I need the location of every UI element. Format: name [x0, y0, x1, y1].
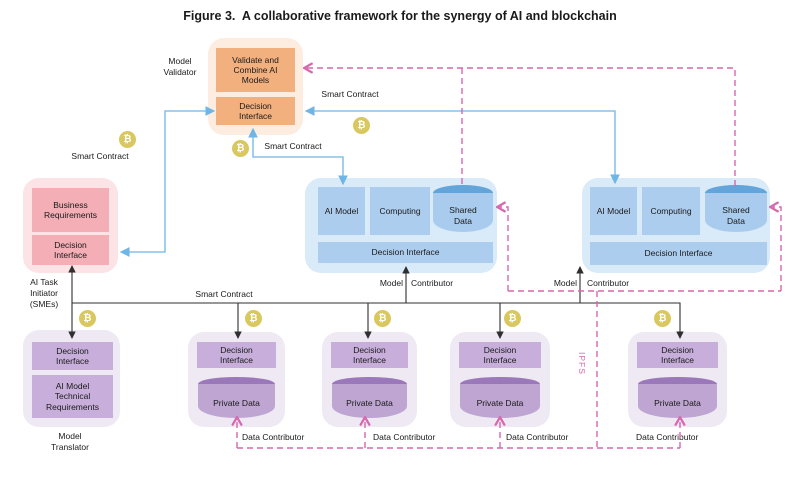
computing-box-2: Computing	[642, 187, 700, 235]
blue-link-validator-initiator	[119, 106, 216, 257]
model-contributor-group-2: AI Model Computing Shared Data Decision …	[582, 178, 770, 273]
blockchain-badge-icon-1: ₿	[119, 131, 136, 148]
data-contributor-label-3: Data Contributor	[506, 432, 569, 442]
smart-contract-label-bus: Smart Contract	[195, 289, 253, 299]
ai-model-technical-requirements-box: AI Model Technical Requirements	[32, 375, 113, 418]
smart-contract-label-mid: Smart Contract	[264, 141, 322, 151]
data-contributor-group-2: Decision Interface Private Data	[322, 332, 417, 427]
private-data-cylinder-3: Private Data	[460, 377, 540, 418]
model-validator-group: Validate and Combine AI Models Decision …	[208, 38, 303, 135]
data-contributor-group-3: Decision Interface Private Data	[450, 332, 550, 427]
model-translator-label: Model Translator	[51, 431, 89, 453]
shared-data-label-1: Shared Data	[449, 205, 477, 226]
cylinder-body	[198, 384, 275, 418]
cylinder-body	[705, 193, 767, 232]
blockchain-badge-icon-3: ₿	[353, 117, 370, 134]
shared-data-cylinder-1: Shared Data	[433, 185, 493, 232]
private-data-cylinder-1: Private Data	[198, 377, 275, 418]
blockchain-badge-icon-6: ₿	[374, 310, 391, 327]
blue-link-validator-contributor1	[248, 127, 348, 186]
cylinder-body	[332, 384, 407, 418]
validate-combine-box: Validate and Combine AI Models	[216, 48, 295, 92]
blockchain-badge-icon-7: ₿	[504, 310, 521, 327]
model-validator-label: Model Validator	[163, 56, 197, 78]
dc1-decision-interface-box: Decision Interface	[197, 342, 276, 368]
contributor-decision-interface-box-2: Decision Interface	[590, 242, 767, 265]
private-data-label-4: Private Data	[654, 398, 701, 409]
ai-task-initiator-group: Business Requirements Decision Interface	[23, 178, 118, 273]
shared-data-cylinder-2: Shared Data	[705, 185, 767, 232]
ai-model-box-2: AI Model	[590, 187, 637, 235]
dashed-link-shareddata2-validator	[307, 68, 736, 186]
smart-contract-label-right: Smart Contract	[321, 89, 379, 99]
data-contributor-label-2: Data Contributor	[373, 432, 436, 442]
cylinder-body	[433, 193, 493, 232]
private-data-label-1: Private Data	[213, 398, 260, 409]
private-data-cylinder-2: Private Data	[332, 377, 407, 418]
dashed-arrow-into-shareddata1	[500, 207, 509, 291]
contributor-decision-interface-box-1: Decision Interface	[318, 242, 493, 263]
blockchain-badge-icon-8: ₿	[654, 310, 671, 327]
private-data-label-3: Private Data	[476, 398, 524, 409]
model-contributor-label-1-left: Model	[379, 278, 403, 288]
model-contributor-label-2-right: Contributor	[587, 278, 630, 288]
model-contributor-label-2-left: Model	[553, 278, 577, 288]
ipfs-label: IPFS	[577, 352, 587, 375]
model-translator-group: Decision Interface AI Model Technical Re…	[23, 330, 120, 427]
private-data-label-2: Private Data	[346, 398, 393, 409]
data-contributor-label-1: Data Contributor	[242, 432, 305, 442]
model-contributor-group-1: AI Model Computing Shared Data Decision …	[305, 178, 497, 273]
dc3-decision-interface-box: Decision Interface	[459, 342, 541, 368]
computing-box-1: Computing	[370, 187, 430, 235]
data-contributor-group-1: Decision Interface Private Data	[188, 332, 285, 427]
blockchain-badge-icon-4: ₿	[79, 310, 96, 327]
private-data-cylinder-4: Private Data	[638, 377, 717, 418]
cylinder-body	[638, 384, 717, 418]
dashed-arrow-into-shareddata2	[773, 207, 782, 291]
dc2-decision-interface-box: Decision Interface	[331, 342, 408, 368]
ai-model-box-1: AI Model	[318, 187, 365, 235]
business-requirements-box: Business Requirements	[32, 188, 109, 232]
blue-link-validator-contributor2	[304, 106, 620, 185]
figure-title: Figure 3. A collaborative framework for …	[183, 9, 617, 23]
validator-decision-interface-box: Decision Interface	[216, 97, 295, 125]
translator-decision-interface-box: Decision Interface	[32, 342, 113, 370]
dc4-decision-interface-box: Decision Interface	[637, 342, 718, 368]
data-contributor-group-4: Decision Interface Private Data	[628, 332, 727, 427]
cylinder-body	[460, 384, 540, 418]
data-contributor-label-4: Data Contributor	[636, 432, 699, 442]
initiator-decision-interface-box: Decision Interface	[32, 235, 109, 265]
shared-data-label-2: Shared Data	[722, 205, 750, 226]
model-contributor-label-1-right: Contributor	[411, 278, 454, 288]
blockchain-badge-icon-2: ₿	[232, 140, 249, 157]
smart-contract-label-left: Smart Contract	[71, 151, 129, 161]
ai-task-initiator-label: AI Task Initiator (SMEs)	[29, 277, 59, 310]
blockchain-badge-icon-5: ₿	[245, 310, 262, 327]
